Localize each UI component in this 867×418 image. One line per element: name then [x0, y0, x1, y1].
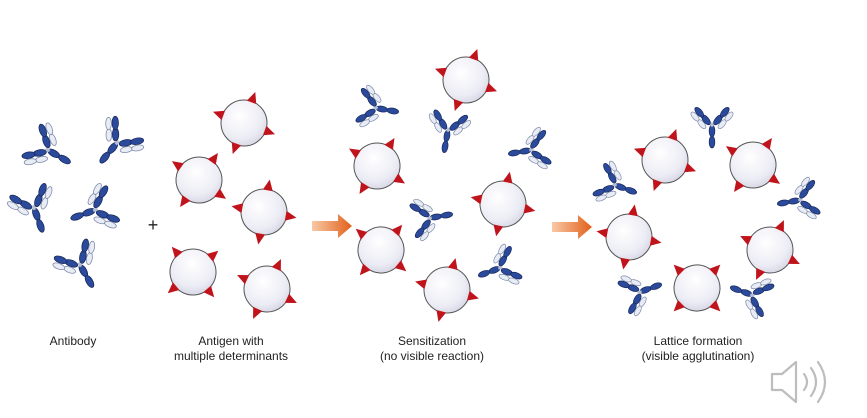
- antibody-molecule: [689, 106, 734, 148]
- antibody-molecule: [3, 179, 66, 240]
- antibody-molecule: [48, 234, 115, 300]
- antibody-molecule: [589, 157, 644, 214]
- plus-sign: +: [148, 215, 159, 235]
- antigen-particle: [338, 127, 416, 205]
- antigen-particle: [654, 245, 741, 332]
- antibody-molecule: [723, 266, 778, 323]
- reaction-arrow: [312, 214, 352, 238]
- antigen-particle: [211, 90, 276, 155]
- sensitization-caption: Sensitization (no visible reaction): [362, 334, 502, 364]
- lattice-group: [589, 106, 822, 332]
- antigen-particle: [591, 199, 667, 275]
- antigen-particle: [148, 227, 237, 316]
- antigen-caption-line2: multiple determinants: [156, 349, 306, 364]
- antibody-molecule: [422, 107, 474, 156]
- antigen-particle: [339, 208, 423, 292]
- antigen-particle: [412, 255, 483, 326]
- antigen-particle: [159, 140, 239, 220]
- sensitization-group: [338, 47, 554, 325]
- antibody-molecule: [504, 125, 553, 177]
- antibody-group: [3, 110, 150, 299]
- antibody-caption-text: Antibody: [38, 334, 108, 349]
- antibody-caption: Antibody: [38, 334, 108, 349]
- antibody-molecule: [81, 110, 150, 178]
- antibody-molecule: [614, 263, 669, 320]
- antigen-particle: [632, 127, 697, 192]
- antigen-particle: [226, 174, 302, 250]
- antibody-molecule: [471, 240, 526, 297]
- antibody-molecule: [407, 192, 456, 244]
- lattice-caption-line2: (visible agglutination): [623, 349, 773, 364]
- antigen-particle: [433, 47, 498, 112]
- antibody-molecule: [773, 175, 822, 227]
- sensitization-caption-line2: (no visible reaction): [362, 349, 502, 364]
- antigen-particle: [466, 167, 540, 241]
- antigen-particle: [713, 125, 793, 205]
- antibody-molecule: [17, 118, 83, 185]
- antibody-molecule: [353, 83, 402, 135]
- antigen-particle: [232, 254, 303, 325]
- reaction-arrow: [552, 215, 592, 239]
- antibody-molecule: [62, 179, 123, 242]
- antigen-particle: [735, 215, 806, 286]
- speaker-icon[interactable]: [768, 356, 838, 408]
- sensitization-caption-line1: Sensitization: [362, 334, 502, 349]
- antigen-group: [148, 90, 302, 324]
- lattice-caption-line1: Lattice formation: [623, 334, 773, 349]
- antigen-caption: Antigen with multiple determinants: [156, 334, 306, 364]
- lattice-caption: Lattice formation (visible agglutination…: [623, 334, 773, 364]
- antigen-caption-line1: Antigen with: [156, 334, 306, 349]
